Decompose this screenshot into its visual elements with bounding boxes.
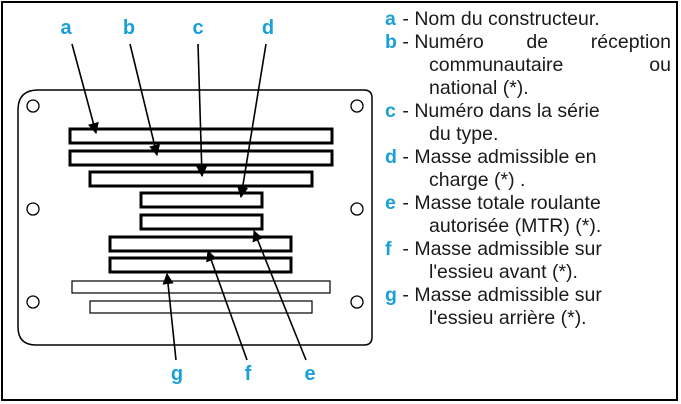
leader-f	[206, 249, 248, 361]
callout-g: g	[171, 363, 183, 385]
legend-item-a: a - Nom du constructeur.	[385, 8, 671, 31]
legend-text-cont: communautaire ou	[429, 54, 671, 76]
legend-text: Masse admissible sur	[414, 238, 602, 260]
legend-text-cont: autorisée (MTR) (*).	[429, 215, 602, 237]
legend-key: d	[385, 146, 397, 168]
rivet-hole-top-right	[350, 99, 364, 113]
field-serial-number	[88, 170, 314, 188]
leader-d	[237, 43, 267, 199]
rivet-hole-mid-left	[26, 202, 40, 216]
legend-item-e: e - Masse totale roulante	[385, 192, 671, 215]
legend-text: Masse admissible en	[414, 146, 597, 168]
legend-text: Numéro de réception	[414, 31, 671, 53]
legend-item-f: f - Masse admissible sur	[385, 238, 671, 261]
callout-b: b	[123, 17, 135, 39]
legend-text-cont: l'essieu arrière (*).	[429, 307, 587, 329]
leader-g	[162, 272, 177, 361]
legend-text: Masse admissible sur	[414, 284, 602, 306]
callout-a: a	[60, 17, 72, 39]
legend-key: f	[385, 238, 392, 260]
legend-text: Numéro dans la série	[414, 100, 600, 122]
legend-text-cont: l'essieu avant (*).	[429, 261, 578, 283]
rivet-hole-bottom-left	[26, 295, 40, 309]
legend-text: Masse totale roulante	[414, 192, 601, 214]
legend-text-cont: du type.	[429, 123, 499, 145]
legend-text: Nom du constructeur.	[414, 8, 600, 30]
callout-e: e	[304, 363, 315, 385]
legend-item-g: g - Masse admissible sur	[385, 284, 671, 307]
field-front-axle-mass	[108, 235, 293, 253]
legend-key: e	[385, 192, 396, 214]
leader-b	[129, 43, 161, 157]
legend-key: b	[385, 31, 397, 53]
leader-a	[71, 43, 99, 135]
rivet-hole-top-left	[26, 99, 40, 113]
callout-f: f	[245, 363, 252, 385]
field-rear-axle-mass	[108, 256, 293, 274]
legend-item-d: d - Masse admissible en	[385, 146, 671, 169]
legend-item-c: c - Numéro dans la série	[385, 100, 671, 123]
rivet-hole-mid-right	[350, 202, 364, 216]
field-laden-mass	[139, 191, 264, 209]
leader-c	[196, 43, 208, 178]
callout-d: d	[262, 17, 274, 39]
legend-text-cont: national (*).	[429, 77, 529, 99]
legend-key: g	[385, 284, 397, 306]
field-blank-2	[89, 300, 313, 314]
field-gross-train-mass	[139, 213, 264, 231]
legend-key: a	[385, 8, 396, 30]
rivet-hole-bottom-right	[350, 295, 364, 309]
legend-item-b: b - Numéro de réception	[385, 31, 671, 53]
legend-key: c	[385, 100, 396, 122]
legend: a - Nom du constructeur. b - Numéro de r…	[385, 8, 671, 330]
callout-c: c	[192, 17, 203, 39]
leader-e	[252, 229, 307, 361]
field-blank-1	[71, 280, 331, 294]
legend-text-cont: charge (*) .	[429, 169, 526, 191]
